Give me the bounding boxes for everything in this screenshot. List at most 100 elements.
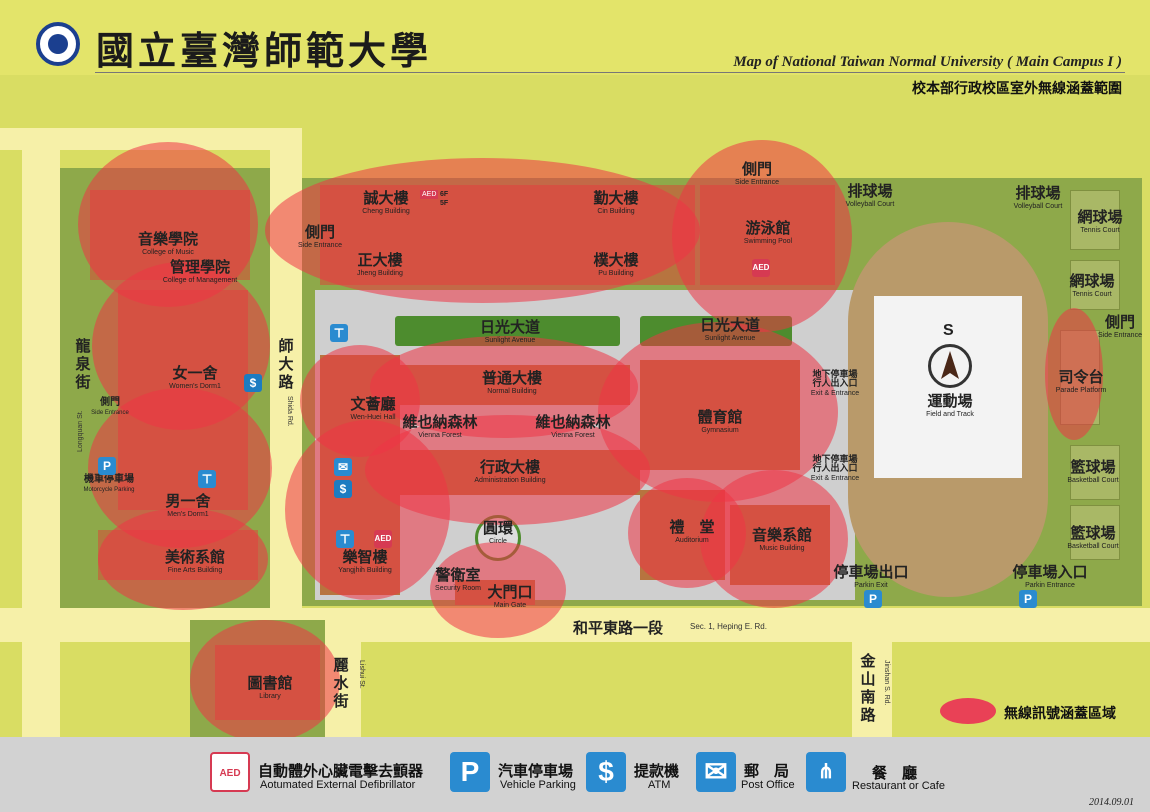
- legend-bar: [0, 737, 1150, 812]
- road-label-shida-en: Shida Rd.: [286, 396, 293, 427]
- aed-icon: AED: [210, 752, 250, 792]
- wifi-coverage-legend-swatch: [940, 698, 996, 724]
- basketball-court-2: [1070, 505, 1120, 560]
- road-label-shida: 師大路: [278, 338, 294, 391]
- wifi-zone-fine-arts: [98, 508, 268, 610]
- parking-icon: P: [864, 590, 882, 608]
- legend-parking-en: Vehicle Parking: [500, 779, 576, 791]
- road-top-left: [0, 128, 300, 150]
- wifi-zone-gym: [598, 322, 838, 502]
- restaurant-icon: 𝍮: [198, 470, 216, 488]
- parking-icon: P: [98, 457, 116, 475]
- atm-icon: $: [586, 752, 626, 792]
- post-office-icon: ✉: [334, 458, 352, 476]
- compass-label: S: [943, 322, 954, 339]
- ntnu-logo: [36, 22, 80, 66]
- map-title-en: Map of National Taiwan Normal University…: [733, 54, 1122, 70]
- legend-atm-label: 提款機: [634, 763, 680, 780]
- wifi-zone-music-bldg: [700, 470, 848, 608]
- road-label-lishui-en: Lishui St.: [358, 660, 365, 689]
- road-label-jinshan-en: Jinshan S. Rd.: [883, 660, 890, 706]
- legend-restaurant-en: Restaurant or Cafe: [852, 780, 945, 792]
- parking-icon: P: [450, 752, 490, 792]
- road-label-lishui: 麗水街: [333, 657, 349, 710]
- legend-post-en: Post Office: [741, 779, 795, 791]
- tennis-court-2: [1070, 260, 1120, 310]
- road-longquan: [22, 140, 60, 740]
- restaurant-icon: 𝍮: [336, 530, 354, 548]
- map-date: 2014.09.01: [1089, 797, 1134, 808]
- university-name: 國立臺灣師範大學: [96, 28, 433, 73]
- tennis-court-1: [1070, 190, 1120, 250]
- post-office-icon: ✉: [696, 752, 736, 792]
- basketball-court-1: [1070, 445, 1120, 500]
- compass-icon: [928, 344, 972, 388]
- road-label-heping-en: Sec. 1, Heping E. Rd.: [690, 622, 767, 631]
- wifi-coverage-legend-label: 無線訊號涵蓋區域: [1004, 705, 1116, 721]
- road-label-heping: 和平東路一段: [573, 620, 664, 637]
- legend-aed-label: 自動體外心臟電擊去顫器: [258, 763, 424, 780]
- map-title-zh: 校本部行政校區室外無線涵蓋範圍: [912, 80, 1122, 96]
- legend-aed-en: Aotumated External Defibrillator: [260, 779, 416, 791]
- wifi-zone-cheng-cin: [265, 158, 700, 303]
- aed-icon: AED: [752, 259, 770, 277]
- aed-icon: AED: [420, 190, 439, 199]
- road-label-jinshan: 金山南路: [860, 653, 876, 724]
- aed-icon: AED: [374, 530, 392, 548]
- road-jinshan: [852, 640, 892, 737]
- parking-icon: P: [1019, 590, 1037, 608]
- wifi-zone-library: [190, 620, 340, 742]
- restaurant-icon: ⋔: [806, 752, 846, 792]
- legend-atm-en: ATM: [648, 779, 671, 791]
- road-label-longquan-en: Longquan St.: [77, 410, 84, 452]
- road-label-longquan: 龍泉街: [75, 338, 91, 391]
- header-divider: [95, 72, 1125, 73]
- restaurant-icon: 𝍮: [330, 324, 348, 342]
- wifi-zone-main-gate: [430, 542, 566, 638]
- atm-icon: $: [334, 480, 352, 498]
- wifi-zone-swimming: [672, 140, 852, 332]
- map-header: [0, 0, 1150, 75]
- wifi-zone-parade: [1045, 308, 1103, 440]
- legend-parking-label: 汽車停車場: [498, 763, 574, 780]
